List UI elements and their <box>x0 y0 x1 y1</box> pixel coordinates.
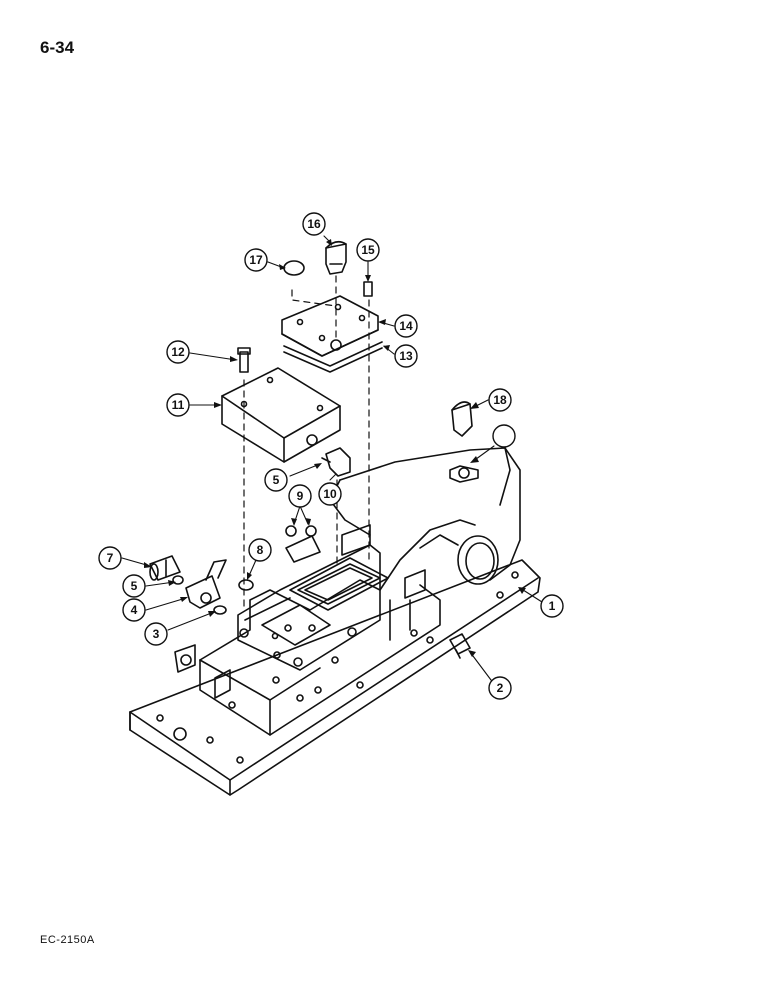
svg-text:13: 13 <box>399 349 413 363</box>
callout-9: 11 <box>166 393 190 417</box>
o-ring-port-part <box>238 579 254 591</box>
svg-text:18: 18 <box>493 393 507 407</box>
relief-valve-part <box>149 555 181 581</box>
cover-plate-part <box>281 295 379 357</box>
svg-text:12: 12 <box>171 345 185 359</box>
svg-text:16: 16 <box>307 217 321 231</box>
elbow-fitting-part <box>321 447 351 477</box>
o-ring-plate-right <box>305 525 317 537</box>
plate-gasket <box>285 535 321 563</box>
svg-text:7: 7 <box>107 551 114 565</box>
svg-text:9: 9 <box>297 489 304 503</box>
valve-block-part <box>221 367 341 463</box>
callout-10: 12 <box>166 340 190 364</box>
page-number: 6-34 <box>40 38 75 57</box>
bolt-block-part <box>237 347 251 373</box>
svg-text:1: 1 <box>549 599 556 613</box>
gasket-part <box>283 341 383 373</box>
callout-4: 4 <box>122 598 146 622</box>
callout-18 <box>492 424 516 448</box>
bolt-cover-part <box>363 281 373 297</box>
callout-5-upper: 5 <box>264 468 288 492</box>
o-ring-plate-left <box>285 525 297 537</box>
callout-7: 8 <box>248 538 272 562</box>
arrowheads <box>144 239 526 657</box>
filler-cap-part <box>451 401 473 437</box>
fitting-part <box>449 633 471 659</box>
svg-text:10: 10 <box>323 487 337 501</box>
svg-text:8: 8 <box>257 543 264 557</box>
callout-14: 15 <box>356 238 380 262</box>
svg-text:5: 5 <box>273 473 280 487</box>
callout-13: 14 <box>394 314 418 338</box>
callouts: 16 17 15 14 13 12 11 18 <box>98 212 564 700</box>
o-ring-lower-part <box>172 575 184 585</box>
svg-text:11: 11 <box>172 398 185 412</box>
svg-text:3: 3 <box>153 627 160 641</box>
plug-part <box>283 260 305 276</box>
callout-1: 1 <box>540 594 564 618</box>
svg-text:17: 17 <box>249 253 263 267</box>
svg-text:15: 15 <box>361 243 375 257</box>
callout-12: 13 <box>394 344 418 368</box>
figure-code: EC-2150A <box>40 934 95 946</box>
svg-text:14: 14 <box>399 319 413 333</box>
callout-5-lower: 5 <box>122 574 146 598</box>
o-ring-part <box>213 605 227 615</box>
svg-text:4: 4 <box>131 603 138 617</box>
callout-17: 18 <box>488 388 512 412</box>
callout-3: 3 <box>144 622 168 646</box>
callout-11: 10 <box>318 482 342 506</box>
housing-part <box>129 447 541 796</box>
callout-16: 17 <box>244 248 268 272</box>
breather-part <box>325 240 347 275</box>
elbow-part <box>185 559 227 609</box>
svg-text:5: 5 <box>131 579 138 593</box>
callout-15: 16 <box>302 212 326 236</box>
callout-2: 2 <box>488 676 512 700</box>
svg-text:2: 2 <box>497 681 504 695</box>
callout-8: 9 <box>288 484 312 508</box>
callout-6: 7 <box>98 546 122 570</box>
